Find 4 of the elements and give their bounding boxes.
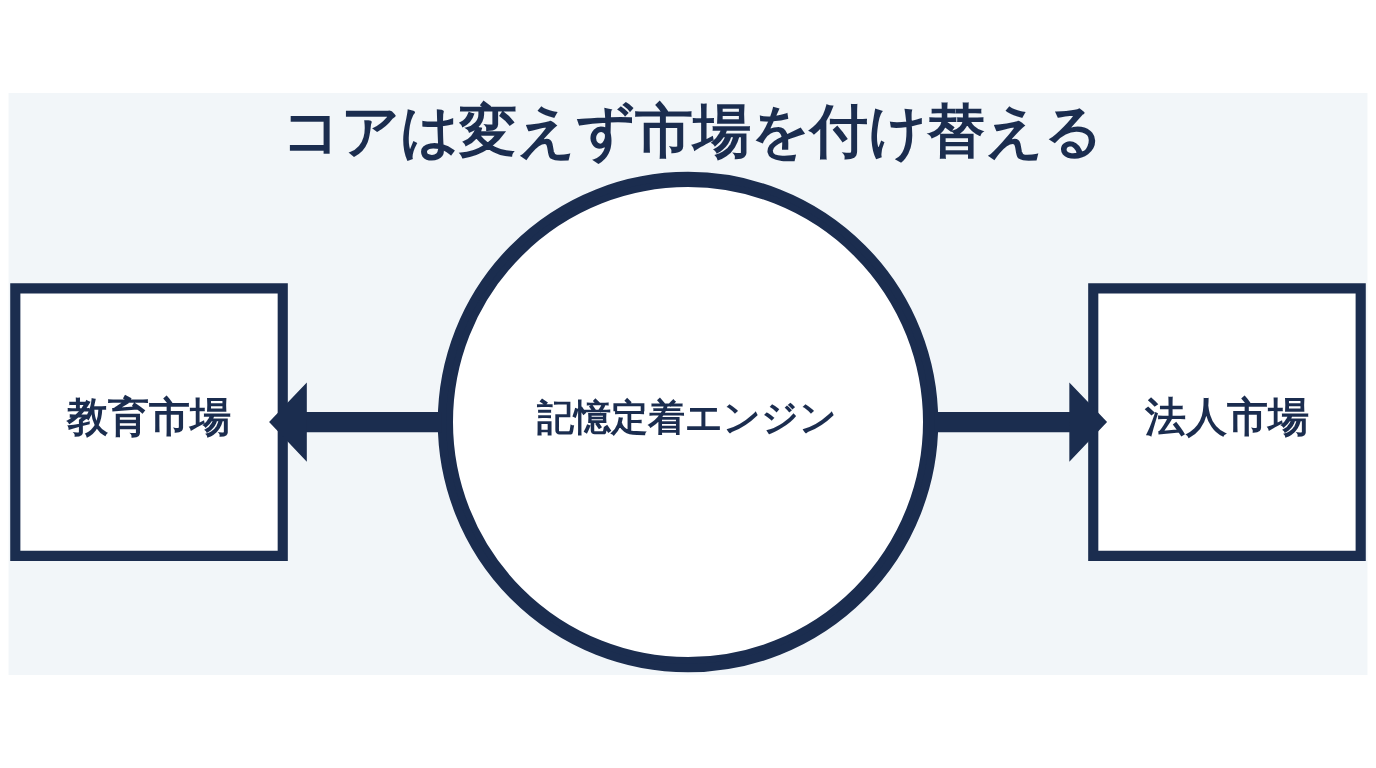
diagram-title: コアは変えず市場を付け替える xyxy=(281,97,1103,165)
node-circle: 記憶定着エンジン xyxy=(437,171,939,673)
node-box: 教育市場 xyxy=(10,283,288,561)
node-box: 法人市場 xyxy=(1088,283,1366,561)
